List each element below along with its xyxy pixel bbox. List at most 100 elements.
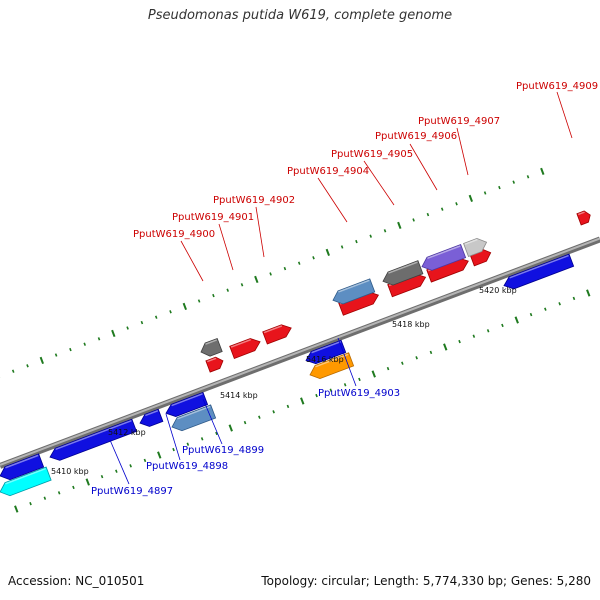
gene-4909-feature-body [576, 210, 591, 226]
lower-tick [586, 289, 591, 297]
lower-tick [143, 458, 147, 463]
gene-label-4905[interactable]: PputW619_4905 [331, 149, 413, 160]
upper-tick [39, 356, 44, 365]
gene-cyan-feature-body [0, 466, 52, 497]
lower-tick [443, 343, 448, 351]
gene-4901-feature-shine [230, 338, 251, 348]
gene-4903a-feature-body [305, 339, 347, 365]
gene-lightgrey-feature[interactable] [463, 236, 490, 258]
gene-steel-feature-shine [338, 279, 370, 293]
lower-tick [186, 442, 190, 446]
gene-label-4902[interactable]: PputW619_4902 [213, 195, 295, 206]
lower-tick [200, 437, 204, 441]
scale-label-5414: 5414 kbp [220, 391, 258, 400]
upper-tick [468, 194, 473, 203]
gene-purple-feature[interactable] [420, 243, 467, 274]
lower-tick [458, 339, 461, 344]
gene-label-4903[interactable]: PputW619_4903 [318, 388, 400, 399]
gene-4899a-feature[interactable] [164, 391, 209, 419]
gene-rrna-feature-body [200, 337, 223, 357]
upper-tick [383, 229, 387, 233]
upper-tick [297, 261, 301, 265]
gene-4903-feature-body [309, 352, 355, 380]
lower-tick [157, 451, 162, 459]
lower-tick [572, 296, 576, 301]
gene-4901-feature[interactable] [229, 336, 263, 359]
gene-4898-feature-body [139, 408, 164, 427]
gene-4897-feature-shine [5, 454, 39, 469]
upper-tick [397, 221, 402, 230]
upper-tick [97, 337, 101, 341]
lower-tick [486, 329, 490, 333]
gene-4899-feature[interactable] [170, 404, 217, 434]
gene-4898a-feature-body [49, 418, 138, 461]
leader-line-8 [109, 439, 130, 485]
gene-cyan-feature[interactable] [0, 466, 52, 498]
upper-tick [526, 175, 530, 179]
upper-tick [440, 207, 444, 211]
upper-tick [512, 180, 515, 184]
gene-4899a-feature-shine [171, 393, 203, 407]
gene-label-4900[interactable]: PputW619_4900 [133, 229, 215, 240]
upper-tick [240, 283, 244, 287]
gene-label-4898[interactable]: PputW619_4898 [146, 461, 228, 472]
gene-4902-feature[interactable] [262, 322, 294, 345]
upper-tick [540, 167, 545, 176]
gene-4897-feature[interactable] [0, 453, 45, 483]
lower-tick [514, 316, 519, 324]
accession-text: Accession: NC_010501 [8, 574, 145, 588]
upper-tick [369, 234, 372, 238]
gene-rrna-feature[interactable] [199, 337, 223, 358]
upper-tick [140, 320, 144, 325]
upper-tick [126, 326, 129, 330]
upper-tick [340, 245, 344, 249]
gene-4898-feature[interactable] [138, 408, 164, 429]
upper-tick [83, 342, 86, 346]
gene-steel-feature[interactable] [331, 278, 376, 307]
lower-tick [329, 388, 333, 392]
gene-label-4907[interactable]: PputW619_4907 [418, 116, 500, 127]
gene-label-4909[interactable]: PputW619_4909 [516, 81, 598, 92]
lower-tick [429, 350, 433, 355]
label-leader-lines [109, 91, 573, 485]
upper-tick [154, 315, 158, 319]
gene-4903-feature[interactable] [308, 352, 355, 382]
lower-tick [72, 485, 75, 490]
gene-4898a-feature-shine [55, 420, 132, 451]
upper-tick [483, 191, 487, 195]
lower-tick [472, 334, 476, 338]
gene-4900-feature[interactable] [205, 355, 225, 373]
gene-rev-end-feature[interactable] [502, 253, 575, 292]
lower-tick [100, 474, 104, 479]
lower-tick [286, 404, 290, 409]
leader-line-9 [165, 413, 181, 461]
scale-label-5412: 5412 kbp [108, 428, 146, 437]
lower-tick [272, 410, 275, 414]
gene-4901-feature-body [229, 338, 261, 359]
gene-4898a-feature[interactable] [48, 418, 138, 463]
gene-4899a-feature-body [165, 391, 209, 417]
upper-tick [426, 212, 430, 217]
leader-line-4 [363, 160, 395, 206]
leader-line-0 [180, 240, 204, 282]
gene-label-4906[interactable]: PputW619_4906 [375, 131, 457, 142]
gene-4900-feature-shine [206, 357, 217, 363]
upper-tick [412, 218, 415, 222]
gene-lightgrey-feature-shine [464, 238, 478, 245]
gene-label-4897[interactable]: PputW619_4897 [91, 486, 173, 497]
gene-label-4899[interactable]: PputW619_4899 [182, 445, 264, 456]
scale-label-5410: 5410 kbp [51, 467, 89, 476]
gene-4909-feature[interactable] [576, 209, 592, 226]
gene-label-4904[interactable]: PputW619_4904 [287, 166, 369, 177]
gene-grey-feature[interactable] [381, 260, 424, 288]
lower-tick [371, 370, 376, 378]
gene-label-4901[interactable]: PputW619_4901 [172, 212, 254, 223]
leader-line-11 [337, 337, 357, 387]
lower-tick [358, 377, 361, 382]
gene-4909-feature-shine [577, 211, 585, 216]
upper-tick [325, 248, 330, 257]
upper-tick [26, 364, 29, 368]
gene-4903a-feature[interactable] [304, 339, 347, 366]
lower-tick [401, 361, 404, 365]
upper-tick [212, 293, 215, 298]
